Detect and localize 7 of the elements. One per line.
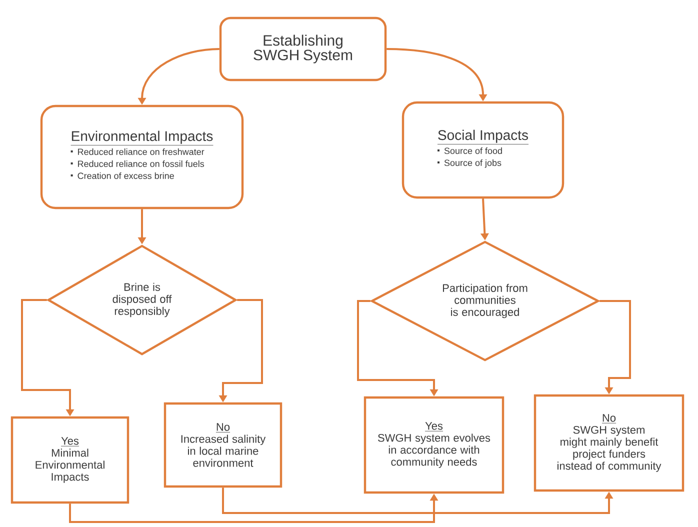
outcome-box: No SWGH system might mainly benefit project funders instead of community [534,394,684,492]
impact-box: Social Impacts Source of food Source of jobs [402,101,564,199]
outcome-box: Yes Minimal Environmental Impacts [10,416,130,504]
outcome-box: Yes SWGH system evolves in accordance with community needs [364,396,504,494]
impact-box: Environmental Impacts Reduced reliance on freshwater Reduced reliance on fossil fuels Creation of excess brine [40,104,244,210]
start-box: Establishing SWGH System [219,16,387,82]
outcome-box: No Increased salinity in local marine environment [164,402,282,488]
